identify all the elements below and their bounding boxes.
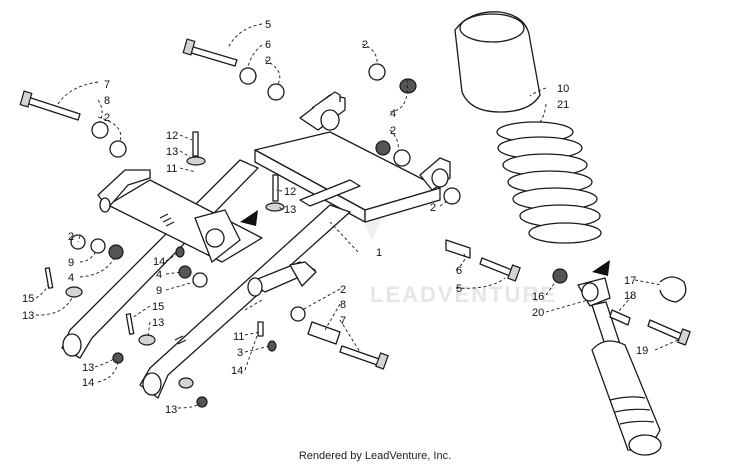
callout-6: 6 (265, 39, 271, 51)
callout-21: 21 (557, 99, 569, 111)
leader-lines (35, 23, 679, 409)
callout-13: 13 (284, 204, 296, 216)
callout-7: 7 (340, 315, 346, 327)
hardware (19, 38, 521, 408)
callout-8: 8 (104, 95, 110, 107)
callout-12: 12 (284, 186, 296, 198)
callout-13: 13 (152, 317, 164, 329)
callout-5: 5 (265, 19, 271, 31)
shock-absorber (454, 11, 691, 456)
callout-2: 2 (104, 112, 110, 124)
callout-17: 17 (624, 275, 636, 287)
callout-10: 10 (557, 83, 569, 95)
callout-15: 15 (22, 293, 34, 305)
callout-2: 2 (430, 202, 436, 214)
callout-14: 14 (231, 365, 243, 377)
callout-13: 13 (82, 362, 94, 374)
callout-8: 8 (340, 299, 346, 311)
callout-11: 11 (166, 163, 177, 175)
callout-9: 9 (68, 257, 74, 269)
callout-2: 2 (362, 39, 368, 51)
callout-20: 20 (532, 307, 544, 319)
callout-6: 6 (456, 265, 462, 277)
watermark-text: LEADVENTURE (370, 282, 557, 307)
coil-spring (496, 121, 602, 244)
callout-7: 7 (104, 79, 110, 91)
callout-11: 11 (233, 331, 244, 343)
callout-4: 4 (390, 108, 396, 120)
callout-4: 4 (156, 269, 162, 281)
callout-13: 13 (166, 146, 178, 158)
callout-9: 9 (156, 285, 162, 297)
callout-1: 1 (376, 247, 382, 259)
callout-19: 19 (636, 345, 648, 357)
rear-suspension-frame (61, 91, 451, 399)
callouts: 5 6 2 2 4 2 7 8 2 12 13 11 12 13 2 1 6 5… (22, 19, 648, 416)
callout-2: 2 (265, 55, 271, 67)
direction-arrow (240, 210, 258, 226)
callout-12: 12 (166, 130, 178, 142)
callout-13: 13 (165, 404, 177, 416)
callout-2: 2 (390, 125, 396, 137)
callout-14: 14 (82, 377, 94, 389)
direction-arrow (592, 260, 610, 276)
callout-13: 13 (22, 310, 34, 322)
callout-2: 2 (340, 284, 346, 296)
callout-5: 5 (456, 283, 462, 295)
callout-15: 15 (152, 301, 164, 313)
callout-16: 16 (532, 291, 544, 303)
credit-footer: Rendered by LeadVenture, Inc. (298, 450, 452, 462)
callout-3: 3 (237, 347, 243, 359)
callout-2: 2 (68, 231, 74, 243)
callout-18: 18 (624, 290, 636, 302)
callout-4: 4 (68, 272, 74, 284)
callout-14: 14 (153, 256, 165, 268)
